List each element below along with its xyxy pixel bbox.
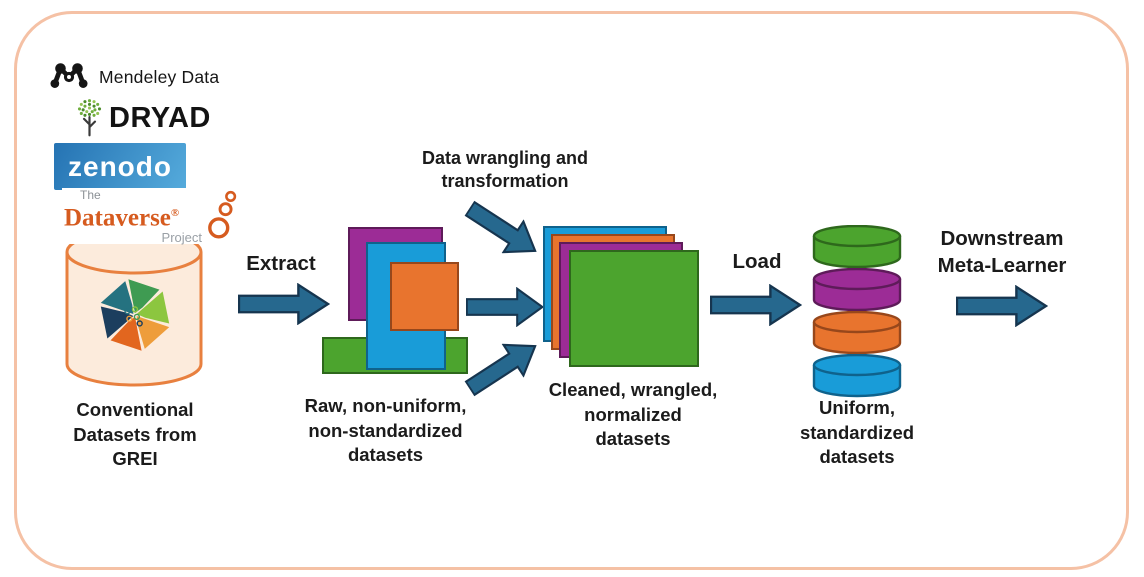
cleaned-caption-line-1: Cleaned, wrangled, — [548, 379, 718, 400]
load-arrow — [710, 284, 802, 326]
wrangling-label-line-2: transformation — [441, 171, 569, 191]
uniform-caption-line-3: datasets — [819, 446, 895, 467]
wrangling-arrow-top — [459, 191, 548, 268]
downstream-label-line-2: Meta-Learner — [937, 254, 1067, 277]
uniform-cylinder-blue — [812, 354, 902, 398]
downstream-arrow — [956, 285, 1048, 327]
extract-arrow — [238, 283, 330, 325]
mendeley-label: Mendeley Data — [99, 66, 220, 87]
downstream-label: Downstream Meta-Learner — [912, 225, 1092, 279]
dataverse-wordmark: The Dataverse® Project — [64, 189, 202, 244]
cleaned-caption: Cleaned, wrangled, normalized datasets — [528, 378, 738, 452]
raw-caption-line-2: non-standardized — [308, 419, 463, 441]
dataverse-name-text: Dataverse — [64, 204, 171, 232]
raw-caption-line-3: datasets — [347, 444, 424, 465]
mendeley-data-logo: Mendeley Data — [48, 60, 219, 94]
dryad-label: DRYAD — [109, 101, 211, 134]
diagram-border-frame — [14, 11, 1129, 570]
wrangling-arrow-middle — [466, 287, 544, 327]
wrangling-arrow-bottom — [459, 328, 548, 405]
zenodo-label: zenodo — [68, 150, 172, 182]
dataverse-suffix: Project — [161, 230, 202, 246]
load-label: Load — [732, 250, 782, 273]
downstream-label-line-1: Downstream — [940, 227, 1064, 250]
dataverse-prefix: The — [80, 188, 101, 202]
extract-label: Extract — [246, 252, 316, 275]
raw-caption: Raw, non-uniform, non-standardized datas… — [283, 394, 488, 468]
raw-dataset-orange — [390, 262, 459, 331]
wrangling-label-line-1: Data wrangling and — [421, 148, 589, 168]
uniform-cylinder-orange — [812, 311, 902, 355]
dryad-logo: DRYAD — [76, 98, 211, 138]
source-caption-line-2: Datasets from — [73, 423, 197, 445]
dataverse-logo: The Dataverse® Project — [62, 188, 240, 245]
source-caption-line-1: Conventional — [76, 399, 194, 420]
uniform-cylinder-purple — [812, 268, 902, 312]
mendeley-dots-icon — [50, 63, 88, 88]
dataverse-name: Dataverse® — [64, 201, 202, 230]
cleaned-dataset-green — [569, 250, 699, 367]
wrangling-label: Data wrangling and transformation — [395, 147, 615, 193]
uniform-cylinder-green — [812, 225, 902, 269]
uniform-caption-line-1: Uniform, — [818, 397, 896, 418]
dryad-tree-icon — [77, 99, 102, 137]
source-caption-line-3: GREI — [112, 448, 158, 469]
dataverse-circles-icon — [208, 190, 237, 239]
dataverse-registered-mark: ® — [170, 207, 180, 219]
grei-logo — [100, 279, 170, 351]
zenodo-logo: zenodo — [54, 143, 186, 190]
cleaned-caption-line-3: datasets — [595, 428, 671, 449]
raw-caption-line-1: Raw, non-uniform, — [304, 395, 467, 416]
source-caption: Conventional Datasets from GREI — [47, 398, 223, 472]
uniform-caption-line-2: standardized — [799, 421, 915, 443]
uniform-caption: Uniform, standardized datasets — [768, 396, 946, 470]
cleaned-caption-line-2: normalized — [584, 403, 682, 425]
